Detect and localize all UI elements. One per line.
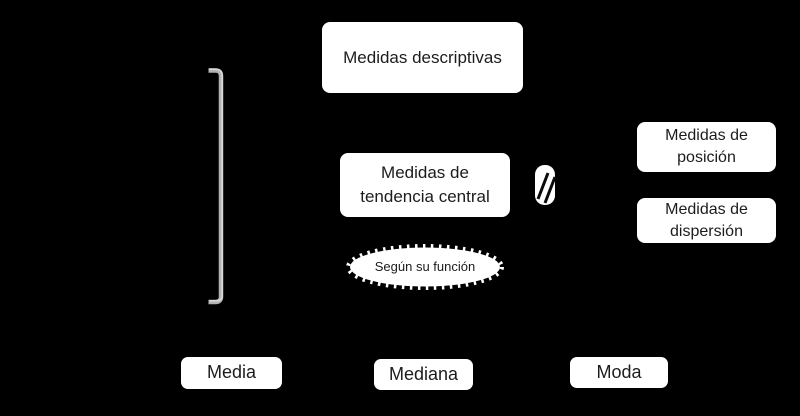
node-label: Medidas de posición [665,127,748,166]
node-medidas-descriptivas: Medidas descriptivas [322,22,523,93]
node-label: Mediana [388,363,459,384]
node-label: Media [206,362,257,383]
node-moda: Moda [570,357,668,388]
node-segun-su-funcion: Según su función [344,242,506,292]
break-slashes-icon [535,165,557,205]
node-medidas-posicion: Medidas de posición [637,122,776,172]
node-label: Medidas descriptivas [343,47,502,67]
node-label: Medidas de dispersión [665,200,748,240]
node-medidas-dispersion: Medidas de dispersión [637,198,776,243]
left-bracket-shape [208,68,224,305]
node-mediana: Mediana [374,359,473,390]
scalloped-ellipse-shape [346,244,504,290]
node-medidas-tendencia-central: Medidas de tendencia central [340,153,510,217]
node-media: Media [181,357,282,389]
node-label: Medidas de tendencia central [360,163,490,206]
node-label: Según su función [374,258,476,274]
node-label: Moda [596,361,642,382]
